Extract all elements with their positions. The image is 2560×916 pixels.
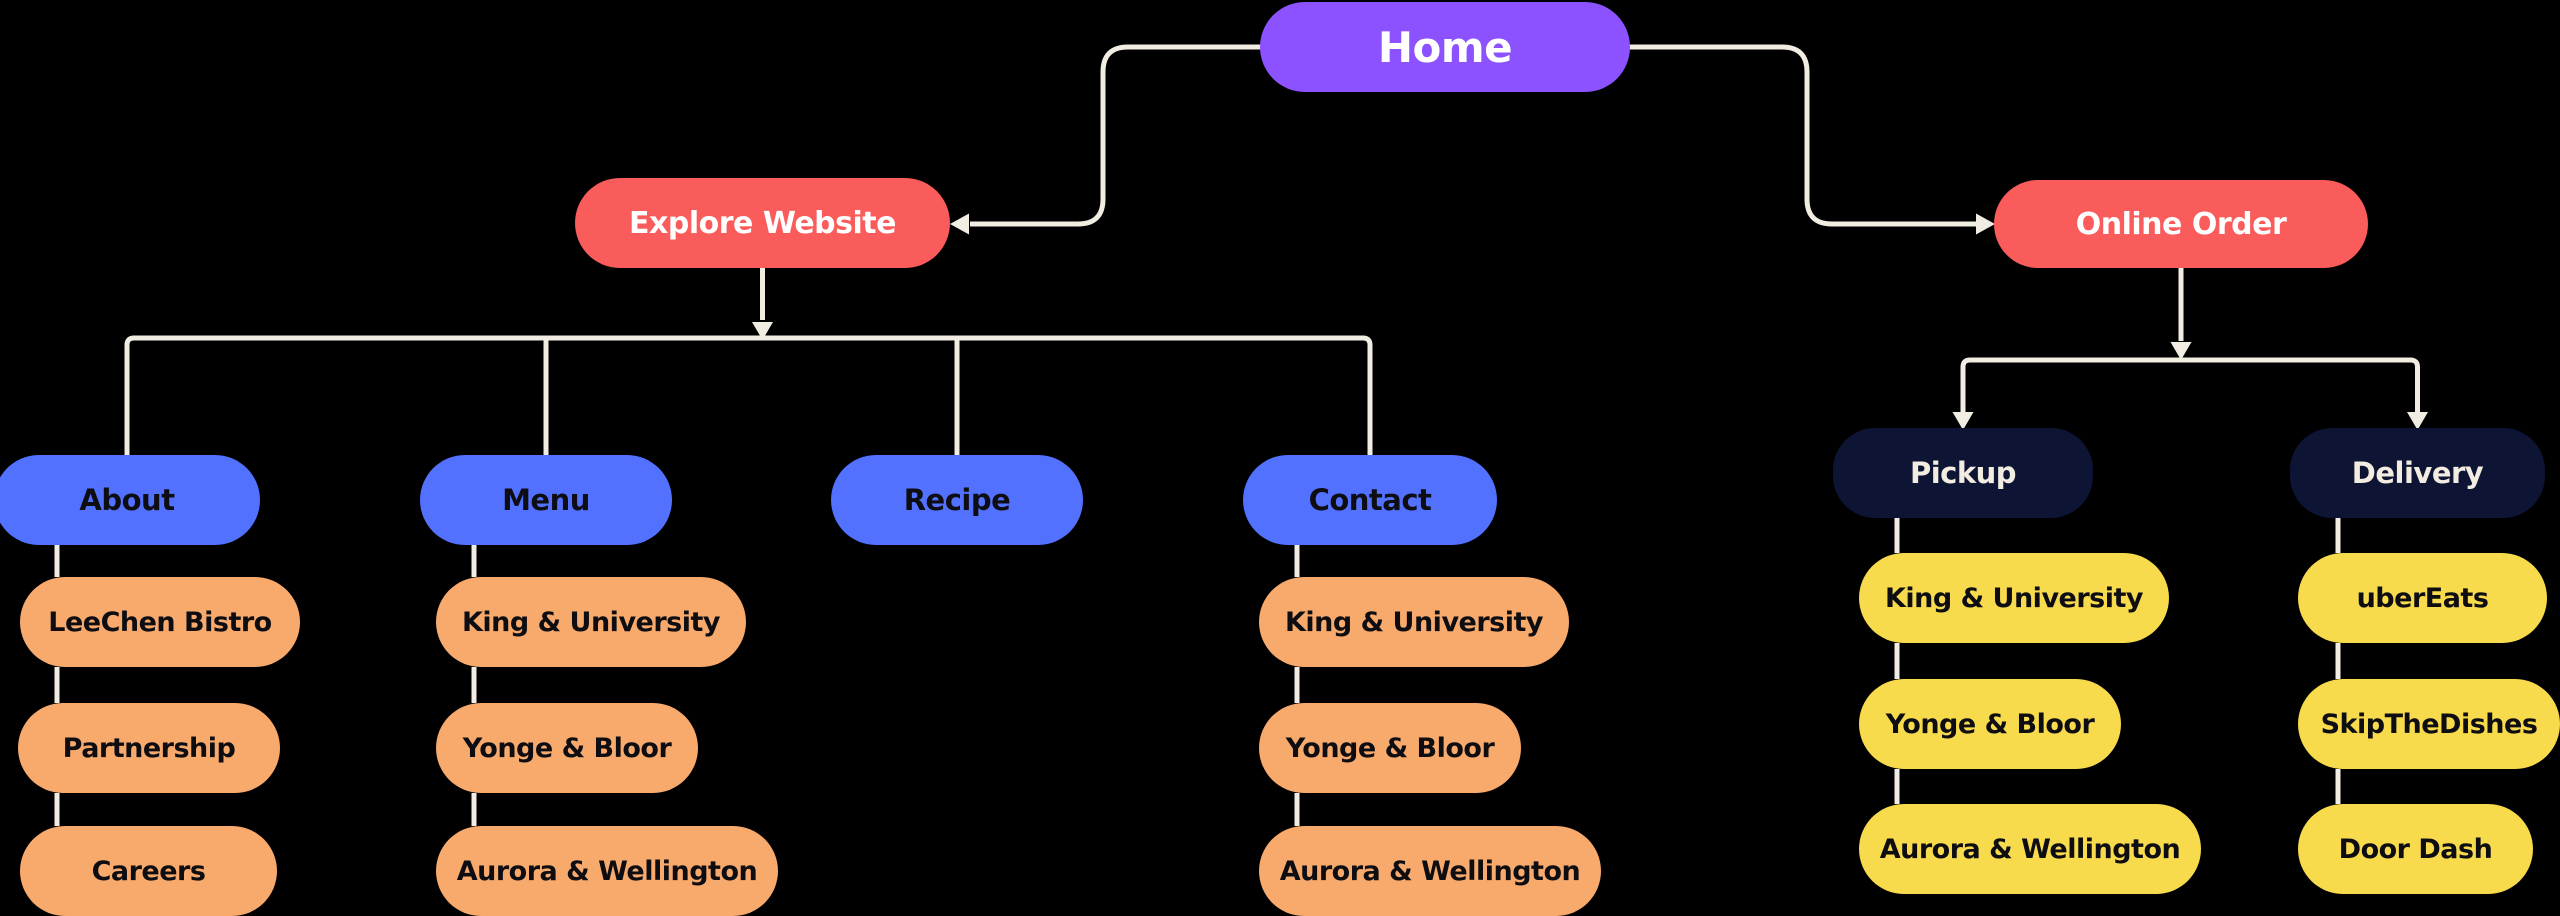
node-about-careers[interactable]: Careers bbox=[20, 826, 277, 916]
node-recipe[interactable]: Recipe bbox=[831, 455, 1083, 545]
node-contact-aurora[interactable]: Aurora & Wellington bbox=[1259, 826, 1601, 916]
connector-line bbox=[970, 44, 1262, 227]
node-menu-king[interactable]: King & University bbox=[436, 577, 746, 667]
node-delivery-doordash[interactable]: Door Dash bbox=[2298, 804, 2533, 894]
node-delivery-ubereats[interactable]: uberEats bbox=[2298, 553, 2547, 643]
connector-line bbox=[1960, 357, 2420, 412]
node-menu-aurora[interactable]: Aurora & Wellington bbox=[436, 826, 778, 916]
node-menu[interactable]: Menu bbox=[420, 455, 672, 545]
arrowhead-down-icon bbox=[1952, 412, 1974, 430]
connector-online-order-to-children bbox=[1952, 268, 2428, 430]
node-pickup-aurora[interactable]: Aurora & Wellington bbox=[1859, 804, 2201, 894]
node-about[interactable]: About bbox=[0, 455, 260, 545]
node-contact-king[interactable]: King & University bbox=[1259, 577, 1569, 667]
connector-home-to-explore-website bbox=[950, 44, 1262, 235]
connector-line bbox=[124, 335, 1373, 455]
node-online-order[interactable]: Online Order bbox=[1994, 180, 2368, 268]
node-delivery-skip[interactable]: SkipTheDishes bbox=[2298, 679, 2560, 769]
arrowhead-down-icon bbox=[2170, 342, 2192, 360]
connector-home-to-online-order bbox=[1628, 44, 1995, 235]
node-pickup[interactable]: Pickup bbox=[1833, 428, 2093, 518]
connector-line bbox=[1628, 44, 1976, 227]
arrowhead-right-icon bbox=[1976, 213, 1995, 235]
node-menu-yonge[interactable]: Yonge & Bloor bbox=[436, 703, 698, 793]
arrowhead-left-icon bbox=[950, 213, 969, 235]
arrowhead-down-icon bbox=[752, 322, 773, 340]
node-about-leechen[interactable]: LeeChen Bistro bbox=[20, 577, 300, 667]
node-explore[interactable]: Explore Website bbox=[575, 178, 950, 268]
node-contact-yonge[interactable]: Yonge & Bloor bbox=[1259, 703, 1521, 793]
node-about-partnership[interactable]: Partnership bbox=[18, 703, 280, 793]
node-delivery[interactable]: Delivery bbox=[2290, 428, 2545, 518]
node-contact[interactable]: Contact bbox=[1243, 455, 1497, 545]
arrowhead-down-icon bbox=[2407, 412, 2428, 430]
node-home[interactable]: Home bbox=[1260, 2, 1630, 92]
node-pickup-king[interactable]: King & University bbox=[1859, 553, 2169, 643]
node-pickup-yonge[interactable]: Yonge & Bloor bbox=[1859, 679, 2121, 769]
connector-explore-website-to-children bbox=[124, 268, 1373, 455]
